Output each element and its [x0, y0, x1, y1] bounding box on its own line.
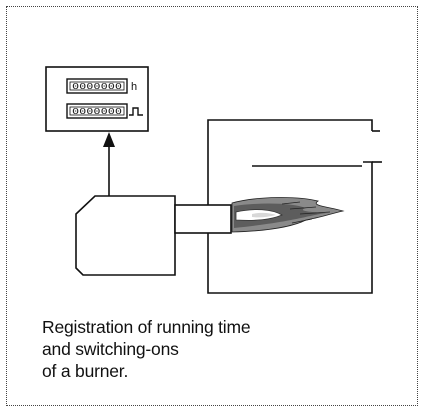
arrow-up-icon: [103, 132, 115, 196]
caption-line-1: Registration of running time: [42, 317, 251, 337]
figure-frame: [6, 6, 418, 406]
boiler-chamber: [207, 119, 382, 294]
square-pulse-icon: [129, 107, 143, 116]
starts-counter: 0000000: [66, 103, 143, 119]
hours-counter: 0000000 h: [66, 78, 137, 94]
counter-housing: [45, 66, 149, 132]
caption-line-2: and switching-ons: [42, 339, 179, 359]
caption-line-3: of a burner.: [42, 361, 129, 381]
starts-digits: 0000000: [72, 107, 122, 116]
flame-icon: [231, 197, 345, 233]
hours-unit-label: h: [131, 81, 137, 93]
burner-body: [75, 195, 176, 276]
burner-tube: [174, 204, 232, 234]
hours-digits: 0000000: [72, 82, 122, 91]
figure-caption: Registration of running time and switchi…: [42, 316, 342, 382]
